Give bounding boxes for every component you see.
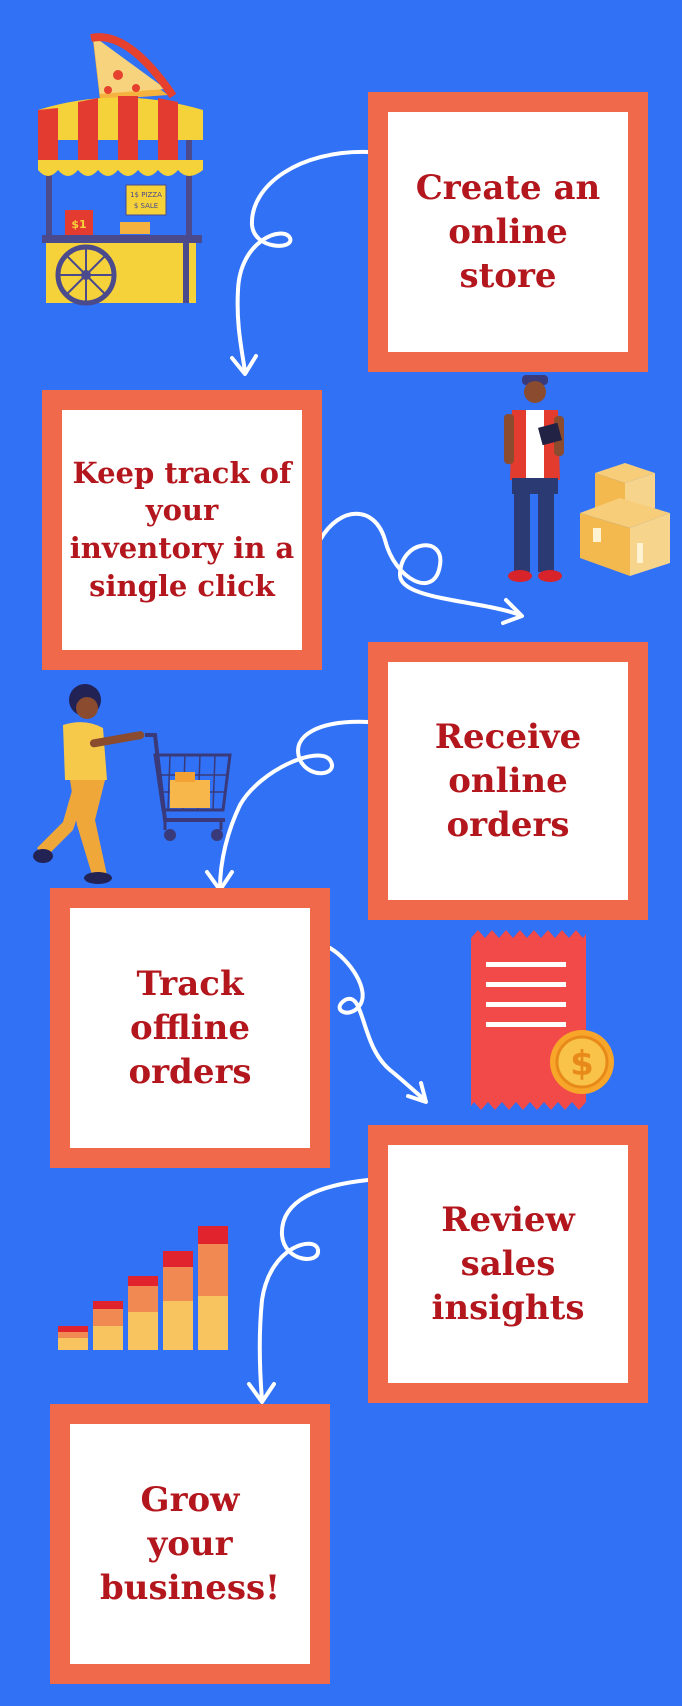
arrow-head-icon	[247, 1382, 276, 1404]
step-label: Grow your business!	[99, 1479, 281, 1609]
step-receive-orders: Receive online orders	[368, 642, 648, 920]
stall-sign: 1$ PIZZA	[130, 191, 162, 199]
delivery-worker-icon	[504, 375, 564, 582]
arrow-icon	[318, 511, 522, 617]
receipt-icon: $	[471, 930, 614, 1110]
stall-sign: $ SALE	[134, 202, 158, 210]
shopper-cart-icon	[33, 684, 232, 884]
boxes-icon	[580, 463, 670, 576]
bar-chart-icon	[58, 1226, 228, 1350]
arrow-icon	[218, 719, 370, 890]
step-track-offline: Track offline orders	[50, 888, 330, 1168]
step-grow-business: Grow your business!	[50, 1404, 330, 1684]
arrow-head-icon	[230, 354, 258, 376]
step-create-store: Create an online store	[368, 92, 648, 372]
step-label: Track offline orders	[128, 963, 252, 1093]
step-track-inventory: Keep track of your inventory in a single…	[42, 390, 322, 670]
arrow-icon	[328, 946, 427, 1102]
step-label: Receive online orders	[434, 716, 582, 846]
arrow-head-icon	[501, 598, 524, 625]
arrow-head-icon	[406, 1081, 428, 1104]
arrow-icon	[235, 149, 370, 374]
step-label: Keep track of your inventory in a single…	[69, 455, 295, 603]
step-label: Review sales insights	[431, 1199, 585, 1329]
arrow-icon	[257, 1178, 370, 1402]
step-review-insights: Review sales insights	[368, 1125, 648, 1403]
step-label: Create an online store	[415, 167, 601, 297]
stall-sign: $1	[71, 218, 86, 231]
coin-symbol: $	[570, 1044, 594, 1084]
coin-icon: $	[550, 1030, 614, 1094]
food-stall-icon: $1 1$ PIZZA $ SALE	[38, 33, 203, 306]
